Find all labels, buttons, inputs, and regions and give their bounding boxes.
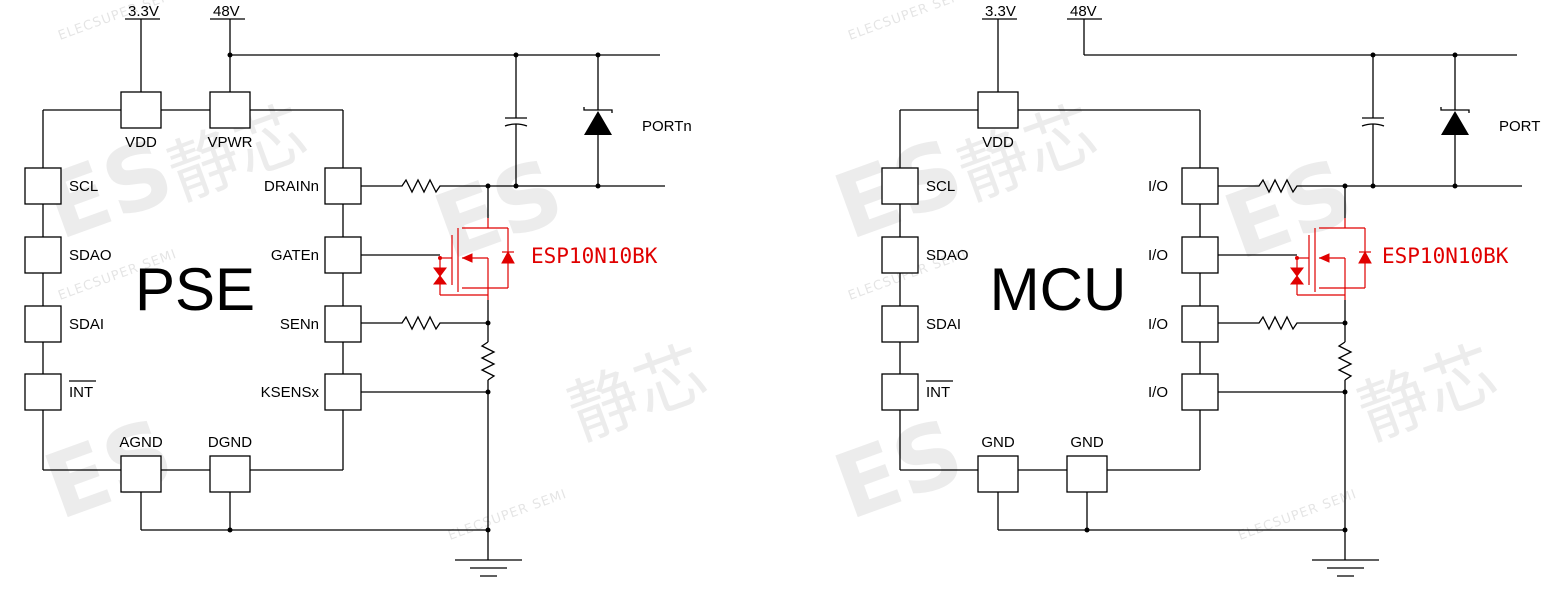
pin-io3-label: I/O bbox=[1148, 316, 1168, 333]
pin-vdd-box bbox=[977, 91, 1019, 129]
pin-agnd-box bbox=[120, 455, 162, 493]
resistor-drain bbox=[361, 178, 488, 194]
chip-title: PSE bbox=[135, 256, 255, 323]
pin-scl-label: SCL bbox=[926, 178, 955, 195]
resistor-sense bbox=[1218, 315, 1345, 331]
mosfet-body-diode-arrow bbox=[1358, 250, 1372, 264]
pin-scl-label: SCL bbox=[69, 178, 98, 195]
pin-vpwr-box bbox=[209, 91, 251, 129]
pin-io2-label: I/O bbox=[1148, 247, 1168, 264]
tvs-diode bbox=[1441, 111, 1469, 135]
junction-dot bbox=[1084, 527, 1090, 533]
right-circuit-mcu: 3.3V 48V VDD SCL SDAO SDAI INT I/O I/O I… bbox=[881, 3, 1540, 577]
mosfet-symbol bbox=[433, 186, 515, 300]
pin-sdai-box bbox=[24, 305, 62, 343]
pin-sen-box bbox=[324, 305, 362, 343]
pin-io1-box bbox=[1181, 167, 1219, 205]
pin-sdai-label: SDAI bbox=[926, 316, 961, 333]
pin-io4-label: I/O bbox=[1148, 384, 1168, 401]
pin-sdao-box bbox=[24, 236, 62, 274]
pin-gnd1-label: GND bbox=[981, 434, 1015, 451]
pin-io4-box bbox=[1181, 373, 1219, 411]
rail-48v-label: 48V bbox=[213, 3, 240, 20]
pin-dgnd-box bbox=[209, 455, 251, 493]
pin-io3-box bbox=[1181, 305, 1219, 343]
pin-vdd-label: VDD bbox=[982, 134, 1014, 151]
junction-dot bbox=[1342, 320, 1348, 326]
junction-dot bbox=[227, 527, 233, 533]
junction-dot bbox=[485, 389, 491, 395]
junction-dot bbox=[438, 256, 442, 260]
pin-sdai-label: SDAI bbox=[69, 316, 104, 333]
pin-sdao-label: SDAO bbox=[926, 247, 969, 264]
pin-gnd1-box bbox=[977, 455, 1019, 493]
gate-zener bbox=[433, 267, 447, 277]
pin-gnd2-box bbox=[1066, 455, 1108, 493]
mosfet-arrow bbox=[1318, 253, 1330, 263]
pin-ksens-label: KSENSx bbox=[261, 384, 320, 401]
resistor-shunt bbox=[480, 341, 496, 381]
mosfet-symbol bbox=[1290, 186, 1372, 300]
pin-vpwr-label: VPWR bbox=[208, 134, 253, 151]
pin-scl-box bbox=[881, 167, 919, 205]
chip-title: MCU bbox=[990, 256, 1127, 323]
resistor-shunt bbox=[1337, 341, 1353, 381]
rail-3v3-label: 3.3V bbox=[128, 3, 159, 20]
port-label: PORT bbox=[1499, 118, 1540, 135]
gate-zener bbox=[1290, 275, 1304, 285]
watermark-text: ELECSUPER SEMI bbox=[56, 0, 179, 44]
pin-vdd-box bbox=[120, 91, 162, 129]
junction-dot bbox=[1342, 389, 1348, 395]
rail-3v3-label: 3.3V bbox=[985, 3, 1016, 20]
junction-dot bbox=[1295, 256, 1299, 260]
resistor-sense bbox=[361, 315, 488, 331]
watermark-chinese: 静芯 bbox=[1348, 331, 1508, 456]
watermark-chinese: 静芯 bbox=[558, 331, 718, 456]
pin-vdd-label: VDD bbox=[125, 134, 157, 151]
pin-drain-label: DRAINn bbox=[264, 178, 319, 195]
gate-zener bbox=[1290, 267, 1304, 277]
pin-ksens-box bbox=[324, 373, 362, 411]
pin-int-box bbox=[24, 373, 62, 411]
pin-drain-box bbox=[324, 167, 362, 205]
pin-io2-box bbox=[1181, 236, 1219, 274]
port-label: PORTn bbox=[642, 118, 692, 135]
watermark-text: ELECSUPER SEMI bbox=[446, 487, 569, 544]
watermark-text: ELECSUPER SEMI bbox=[1236, 487, 1359, 544]
left-circuit-pse: 3.3V 48V VDD VPWR SCL SDAO SDAI INT DRAI… bbox=[24, 3, 692, 577]
pin-agnd-label: AGND bbox=[119, 434, 163, 451]
mosfet-part-label: ESP10N10BK bbox=[1382, 244, 1509, 268]
mosfet-body-diode-arrow bbox=[501, 250, 515, 264]
tvs-diode-bar bbox=[1440, 107, 1470, 113]
pin-dgnd-label: DGND bbox=[208, 434, 252, 451]
junction-dot bbox=[485, 527, 491, 533]
pin-int-box bbox=[881, 373, 919, 411]
mosfet-part-label: ESP10N10BK bbox=[531, 244, 658, 268]
pin-sdao-box bbox=[881, 236, 919, 274]
junction-dot bbox=[1342, 527, 1348, 533]
pin-gnd2-label: GND bbox=[1070, 434, 1104, 451]
pin-sen-label: SENn bbox=[280, 316, 319, 333]
pin-scl-box bbox=[24, 167, 62, 205]
mosfet-arrow bbox=[461, 253, 473, 263]
junction-dot bbox=[485, 320, 491, 326]
rail-48v-label: 48V bbox=[1070, 3, 1097, 20]
pin-gate-box bbox=[324, 236, 362, 274]
watermark-logo: ES bbox=[1212, 139, 1367, 281]
pin-io1-label: I/O bbox=[1148, 178, 1168, 195]
pin-int-label: INT bbox=[926, 384, 950, 401]
tvs-diode-bar bbox=[583, 107, 613, 113]
watermark-text: ELECSUPER SEMI bbox=[846, 0, 969, 44]
pin-sdao-label: SDAO bbox=[69, 247, 112, 264]
resistor-drain bbox=[1218, 178, 1345, 194]
gate-zener bbox=[433, 275, 447, 285]
tvs-diode bbox=[584, 111, 612, 135]
pin-gate-label: GATEn bbox=[271, 247, 319, 264]
pin-sdai-box bbox=[881, 305, 919, 343]
pin-int-label: INT bbox=[69, 384, 93, 401]
